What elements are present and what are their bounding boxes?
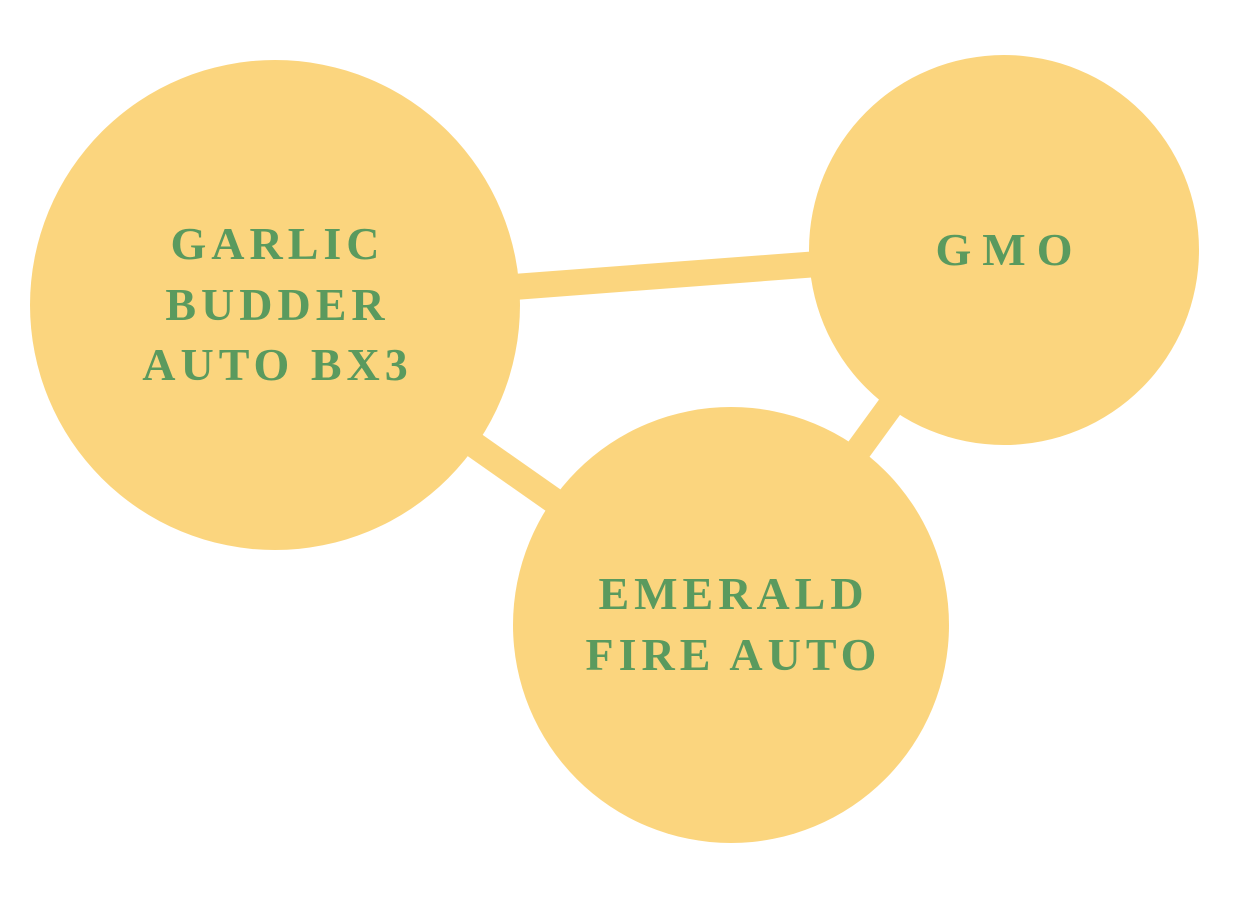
graph-node-emerald-fire-auto[interactable]: [513, 407, 949, 843]
graph-node-garlic-budder-auto-bx3[interactable]: [30, 60, 520, 550]
graph-node-gmo[interactable]: [809, 55, 1199, 445]
node-layer: [30, 55, 1199, 843]
